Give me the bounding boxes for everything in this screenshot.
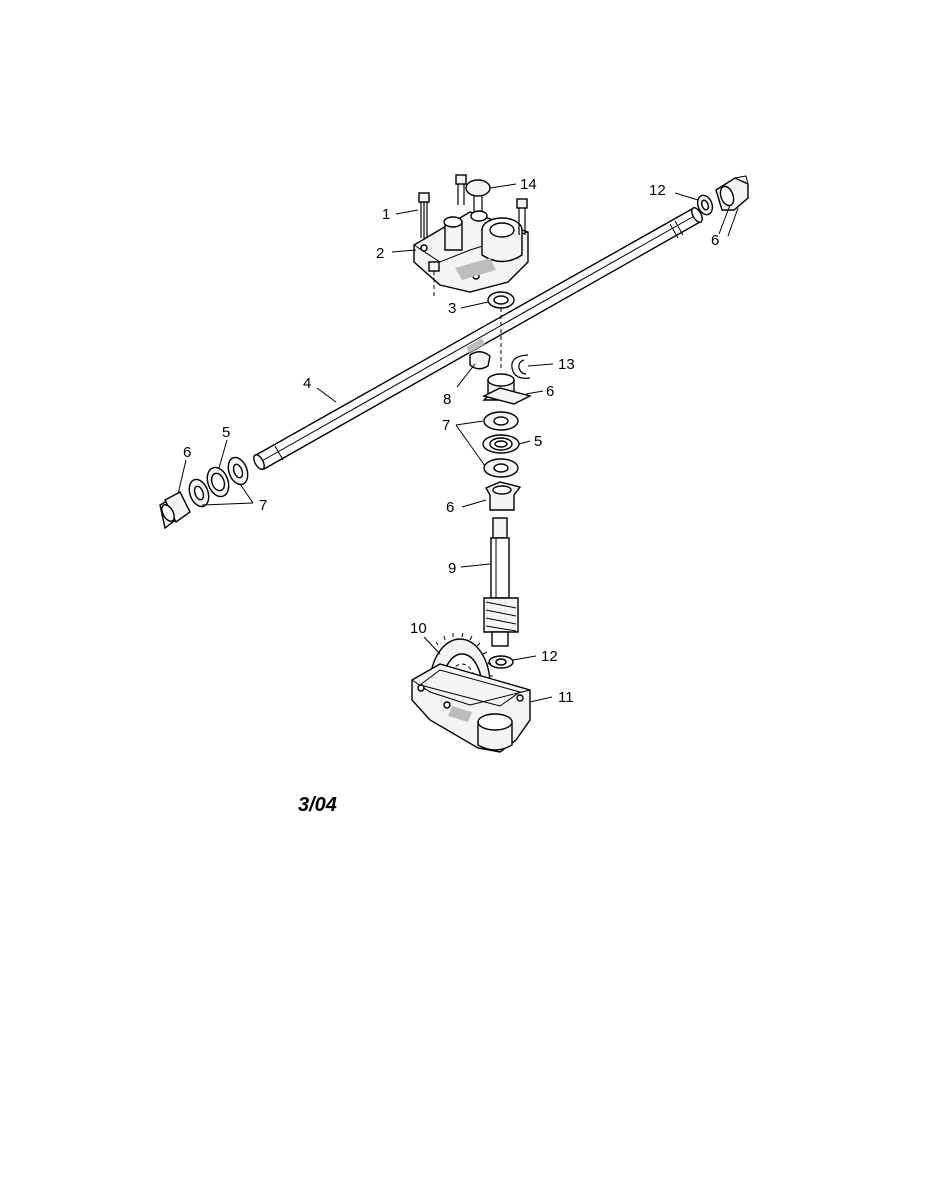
retaining-clip — [511, 354, 531, 379]
thrust-bearing — [206, 466, 230, 498]
revision-date: 3/04 — [298, 794, 337, 816]
callout-6-upper-bushing: 6 — [546, 383, 554, 400]
shaft-washer — [696, 194, 714, 216]
callout-9: 9 — [448, 560, 456, 577]
leader-lines — [177, 183, 739, 703]
callout-8: 8 — [443, 391, 451, 408]
worm-shaft — [483, 517, 519, 647]
flanged-bushing — [482, 373, 532, 405]
callout-11: 11 — [558, 689, 574, 706]
shaft-seal — [487, 291, 515, 309]
callout-7-center: 7 — [442, 417, 450, 434]
callout-3: 3 — [448, 300, 456, 317]
callout-5-left: 5 — [222, 424, 230, 441]
callout-6-left: 6 — [183, 444, 191, 461]
callout-6-right: 6 — [711, 232, 719, 249]
callout-13: 13 — [558, 356, 575, 373]
callout-6-lower-bushing: 6 — [446, 499, 454, 516]
axle-shaft — [253, 207, 703, 470]
flanged-bushing — [715, 175, 749, 211]
housing-bolt — [455, 174, 467, 205]
housing-bolt — [418, 192, 430, 240]
flanged-bushing — [159, 491, 191, 530]
thrust-washer — [483, 411, 519, 431]
callout-10: 10 — [410, 620, 427, 637]
thrust-bearing — [482, 434, 520, 454]
upper-housing — [413, 211, 529, 293]
shaft-washer — [488, 655, 514, 669]
callout-4: 4 — [303, 375, 311, 392]
callout-12-right: 12 — [649, 182, 666, 199]
callout-7-left: 7 — [259, 497, 267, 514]
thrust-washer — [227, 456, 249, 486]
thrust-washer — [188, 478, 210, 508]
flanged-bushing — [485, 481, 522, 511]
callout-12-lower: 12 — [541, 648, 558, 665]
thrust-washer — [483, 458, 519, 478]
callout-5-center: 5 — [534, 433, 542, 450]
housing-bolt — [428, 261, 440, 298]
housing-bolt — [516, 198, 528, 235]
callout-1: 1 — [382, 206, 390, 223]
lower-housing — [411, 663, 531, 753]
callout-2: 2 — [376, 245, 384, 262]
callout-labels: 1 2 3 4 5 5 6 6 6 6 7 7 8 9 10 11 12 12 … — [183, 176, 719, 706]
callout-14: 14 — [520, 176, 537, 193]
